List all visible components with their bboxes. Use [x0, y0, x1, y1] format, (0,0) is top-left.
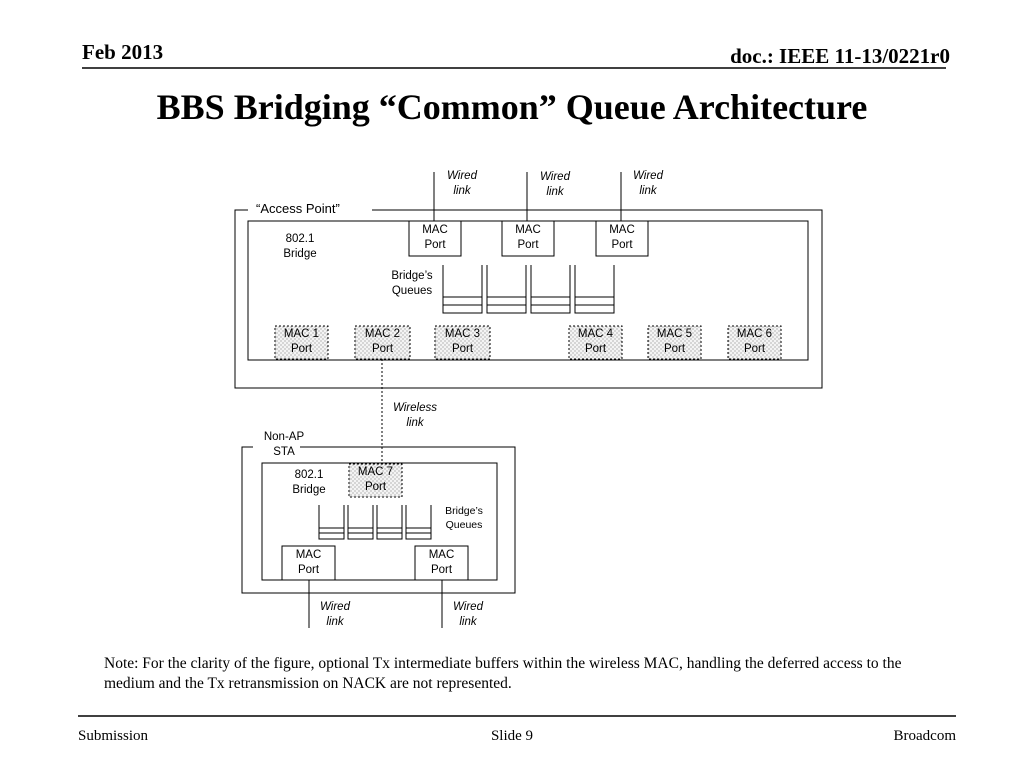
ap-mac-port-box-1 — [408, 220, 462, 257]
sta-box — [241, 446, 516, 594]
ap-wireless-port-box-6 — [727, 325, 782, 360]
footer-submission: Submission — [78, 728, 149, 744]
sta-queues — [318, 505, 432, 540]
ap-wireless-port-box-2 — [354, 325, 411, 360]
ap-wireless-port-box-3 — [434, 325, 491, 360]
slide-number: Slide 9 — [490, 728, 534, 744]
sta-wireless-port-box — [348, 463, 403, 498]
ap-mac-port-box-2 — [501, 220, 555, 257]
ap-wireless-port-box-5 — [647, 325, 702, 360]
footer-company: Broadcom — [893, 728, 956, 744]
ap-wireless-port-box-4 — [568, 325, 623, 360]
document-id: doc.: IEEE 11-13/0221r0 — [730, 44, 950, 68]
access-point-box — [234, 209, 823, 389]
slide-title: BBS Bridging “Common” Queue Architecture — [156, 87, 868, 127]
ap-wireless-port-box-1 — [274, 325, 329, 360]
sta-bridge-box — [261, 462, 498, 581]
figure-note: Note: For the clarity of the figure, opt… — [104, 655, 902, 692]
ap-queues — [442, 265, 615, 314]
access-point-label: “Access Point” — [256, 201, 340, 216]
header-date: Feb 2013 — [82, 40, 164, 64]
ap-mac-port-box-3 — [595, 220, 649, 257]
sta-mac-port-box-2 — [414, 545, 469, 581]
